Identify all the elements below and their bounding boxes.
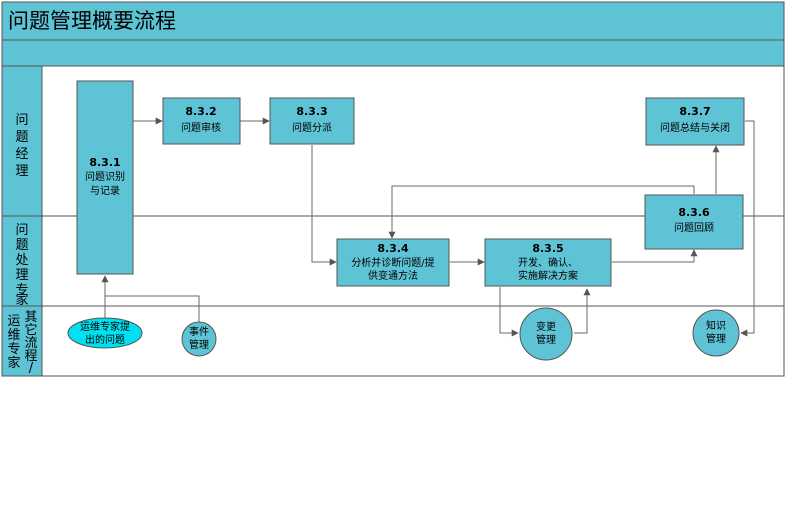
ops-expert-source[interactable]: 运维专家提 出的问题 bbox=[67, 317, 143, 349]
process-box bbox=[76, 80, 134, 275]
lane-label-other-right: 其 它 流 程 / bbox=[24, 310, 37, 376]
process-label: 供变通方法 bbox=[368, 269, 418, 282]
knowledge-label: 管理 bbox=[706, 332, 726, 345]
lane-label-char: 专 bbox=[15, 283, 28, 298]
change-label: 变更 bbox=[536, 320, 556, 333]
lane-label-char: 处 bbox=[15, 253, 28, 268]
lane-label-char: 题 bbox=[15, 238, 28, 253]
lane-label-char: / bbox=[29, 361, 34, 376]
process-835[interactable]: 8.3.5 开发、确认、 实施解决方案 bbox=[484, 238, 612, 287]
change-label: 管理 bbox=[536, 333, 556, 346]
process-833[interactable]: 8.3.3 问题分派 bbox=[269, 97, 355, 145]
process-code: 8.3.7 bbox=[679, 105, 710, 118]
process-code: 8.3.5 bbox=[532, 242, 563, 255]
process-code: 8.3.2 bbox=[185, 105, 216, 118]
lane-label-char: 理 bbox=[15, 164, 28, 179]
lane-label-char: 理 bbox=[15, 268, 28, 283]
knowledge-management-node[interactable]: 知识 管理 bbox=[692, 309, 740, 357]
process-box bbox=[162, 97, 241, 145]
event-circle bbox=[181, 321, 217, 357]
process-label: 分析并诊断问题/提 bbox=[351, 256, 434, 269]
process-label: 开发、确认、 bbox=[518, 256, 578, 269]
event-label: 事件 bbox=[189, 325, 209, 338]
process-831[interactable]: 8.3.1 问题识别 与记录 bbox=[76, 80, 134, 275]
lane-label-other-left: 运 维 专 家 bbox=[7, 314, 20, 371]
lane-label-char: 其 bbox=[24, 310, 37, 325]
lane-header-expert bbox=[1, 215, 43, 307]
process-box bbox=[269, 97, 355, 145]
ops-expert-label: 出的问题 bbox=[85, 333, 125, 346]
process-code: 8.3.4 bbox=[377, 242, 409, 255]
process-837[interactable]: 8.3.7 问题总结与关闭 bbox=[645, 97, 745, 146]
process-label: 问题审核 bbox=[181, 121, 221, 134]
process-label: 问题总结与关闭 bbox=[660, 121, 730, 134]
process-label: 问题分派 bbox=[292, 121, 332, 134]
lane-label-expert: 问 题 处 理 专 家 bbox=[15, 223, 28, 308]
process-box bbox=[645, 97, 745, 146]
process-box bbox=[644, 194, 744, 250]
connector-836-834-loop bbox=[388, 185, 695, 239]
process-label: 问题识别 bbox=[85, 170, 125, 183]
lane-label-char: 经 bbox=[15, 147, 28, 162]
knowledge-circle bbox=[692, 309, 740, 357]
ops-expert-ellipse bbox=[67, 317, 143, 349]
change-circle bbox=[519, 307, 573, 361]
lane-label-char: 维 bbox=[7, 328, 20, 343]
lane-label-char: 题 bbox=[15, 130, 28, 145]
connectors bbox=[101, 117, 755, 337]
process-834[interactable]: 8.3.4 分析并诊断问题/提 供变通方法 bbox=[336, 238, 450, 287]
event-management-node[interactable]: 事件 管理 bbox=[181, 321, 217, 357]
process-code: 8.3.6 bbox=[678, 206, 710, 219]
header-band bbox=[1, 39, 785, 67]
lane-label-char: 家 bbox=[7, 355, 20, 371]
process-832[interactable]: 8.3.2 问题审核 bbox=[162, 97, 241, 145]
lane-label-char: 问 bbox=[15, 223, 28, 238]
page-title: 问题管理概要流程 bbox=[8, 9, 176, 33]
connector-833-834 bbox=[311, 145, 337, 266]
process-label: 实施解决方案 bbox=[518, 269, 578, 282]
process-label: 与记录 bbox=[90, 185, 120, 197]
process-box bbox=[336, 238, 450, 287]
process-836[interactable]: 8.3.6 问题回顾 bbox=[644, 194, 744, 250]
lane-label-char: 专 bbox=[7, 342, 20, 357]
process-code: 8.3.3 bbox=[296, 105, 327, 118]
event-label: 管理 bbox=[189, 338, 209, 351]
connector-835-change bbox=[499, 287, 519, 337]
lane-label-char: 运 bbox=[7, 314, 20, 329]
knowledge-label: 知识 bbox=[706, 319, 726, 332]
lane-label-char: 流 bbox=[24, 336, 37, 351]
process-label: 问题回顾 bbox=[674, 221, 714, 234]
title-banner bbox=[1, 1, 785, 41]
connector-837-knowledge bbox=[740, 120, 755, 337]
ops-expert-label: 运维专家提 bbox=[80, 320, 130, 333]
connector-event-831 bbox=[105, 295, 200, 322]
connector-change-835 bbox=[574, 288, 591, 334]
lane-label-char: 家 bbox=[15, 292, 28, 308]
lane-label-manager: 问 题 经 理 bbox=[15, 113, 28, 179]
lane-header-other bbox=[1, 305, 43, 377]
lane-label-char: 程 bbox=[24, 349, 37, 364]
lane-header-manager bbox=[1, 65, 43, 217]
process-code: 8.3.1 bbox=[89, 156, 120, 169]
lane-label-char: 问 bbox=[15, 113, 28, 128]
process-box bbox=[484, 238, 612, 287]
connector-835-836 bbox=[612, 249, 698, 263]
change-management-node[interactable]: 变更 管理 bbox=[519, 307, 573, 361]
lane-label-char: 它 bbox=[24, 322, 37, 338]
